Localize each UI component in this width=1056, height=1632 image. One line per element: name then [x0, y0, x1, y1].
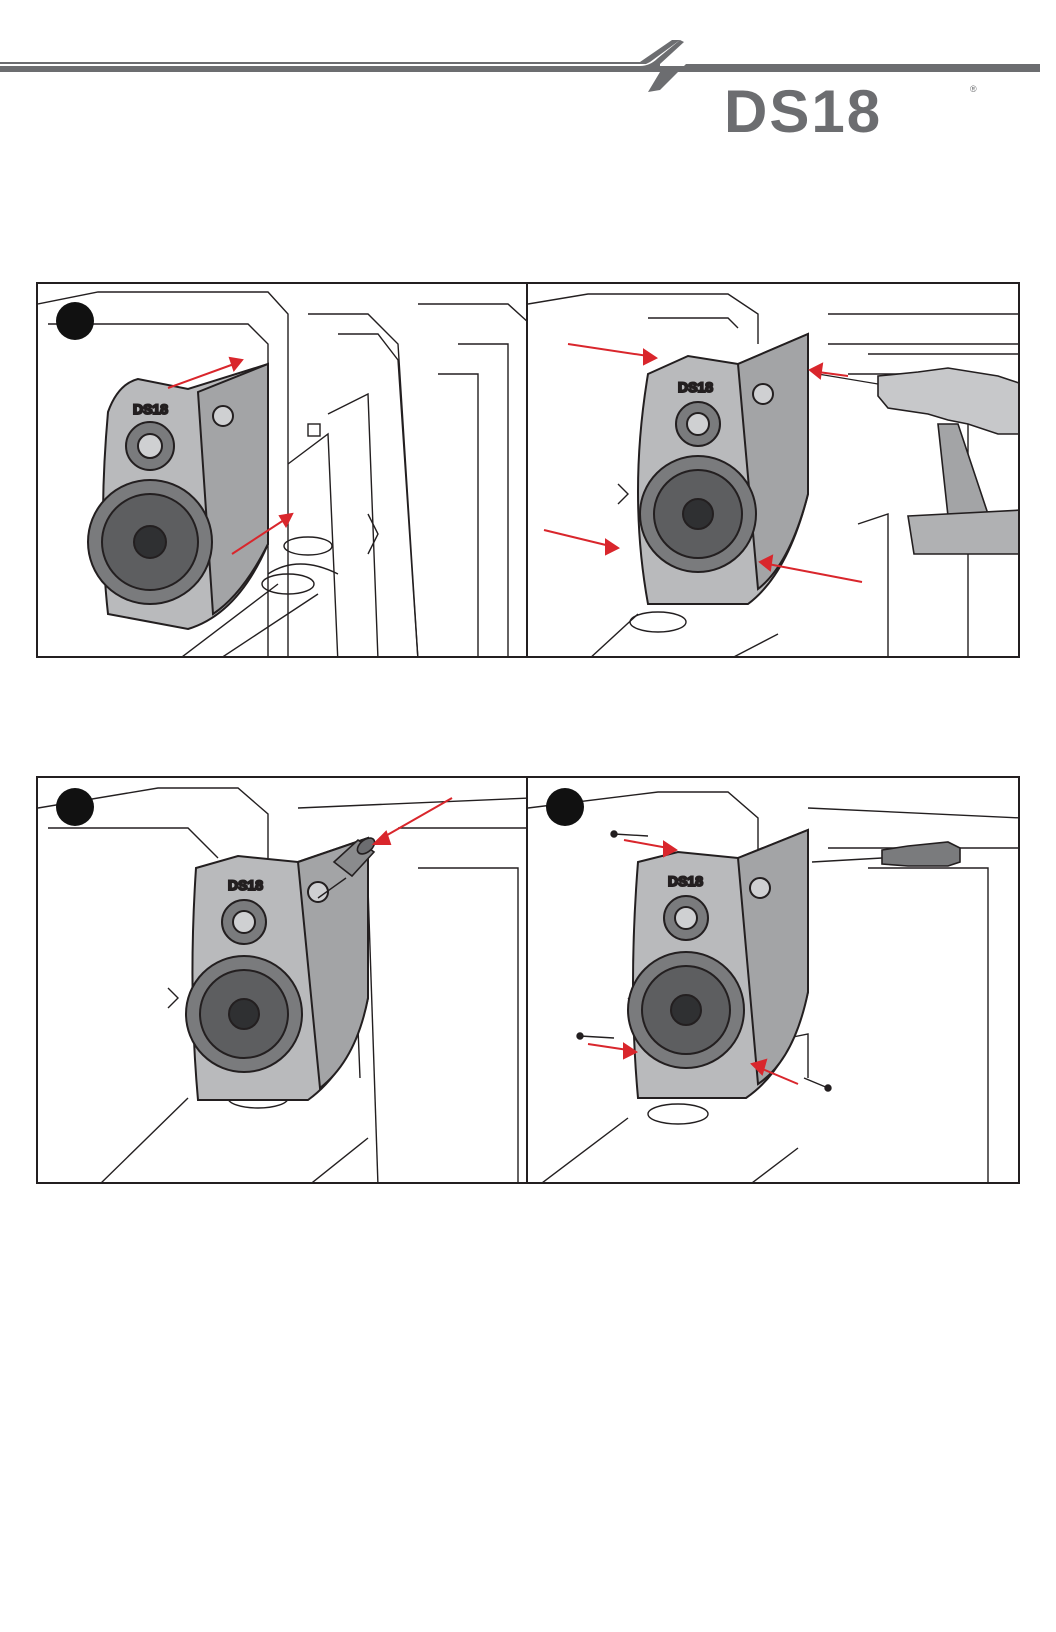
step-marker: [56, 788, 94, 826]
install-panel-1: DS18: [36, 282, 528, 658]
speaker-enclosure: DS18: [638, 334, 808, 604]
svg-text:DS18: DS18: [668, 873, 703, 889]
screwdriver-icon: [812, 842, 960, 866]
speaker-enclosure: DS18: [186, 838, 368, 1100]
step-marker: [546, 788, 584, 826]
svg-text:DS18: DS18: [133, 401, 168, 417]
brand-logo-text: DS18: [724, 80, 982, 144]
brand-logo: DS18 ®: [724, 80, 982, 144]
drill-icon: [818, 368, 1020, 554]
install-panel-4: DS18: [526, 776, 1020, 1184]
step-marker: [56, 302, 94, 340]
panel-2-illustration: DS18: [528, 284, 1020, 658]
panel-1-illustration: DS18: [38, 284, 528, 658]
header-band: DS18 ®: [0, 0, 1056, 150]
install-panel-3: DS18: [36, 776, 528, 1184]
svg-text:DS18: DS18: [228, 877, 263, 893]
speaker-enclosure: DS18: [628, 830, 808, 1098]
trademark-mark: ®: [970, 84, 977, 94]
panel-3-illustration: DS18: [38, 778, 528, 1184]
install-panel-2: DS18: [526, 282, 1020, 658]
speaker-enclosure: DS18: [88, 364, 268, 629]
panel-4-illustration: DS18: [528, 778, 1020, 1184]
svg-text:DS18: DS18: [678, 379, 713, 395]
